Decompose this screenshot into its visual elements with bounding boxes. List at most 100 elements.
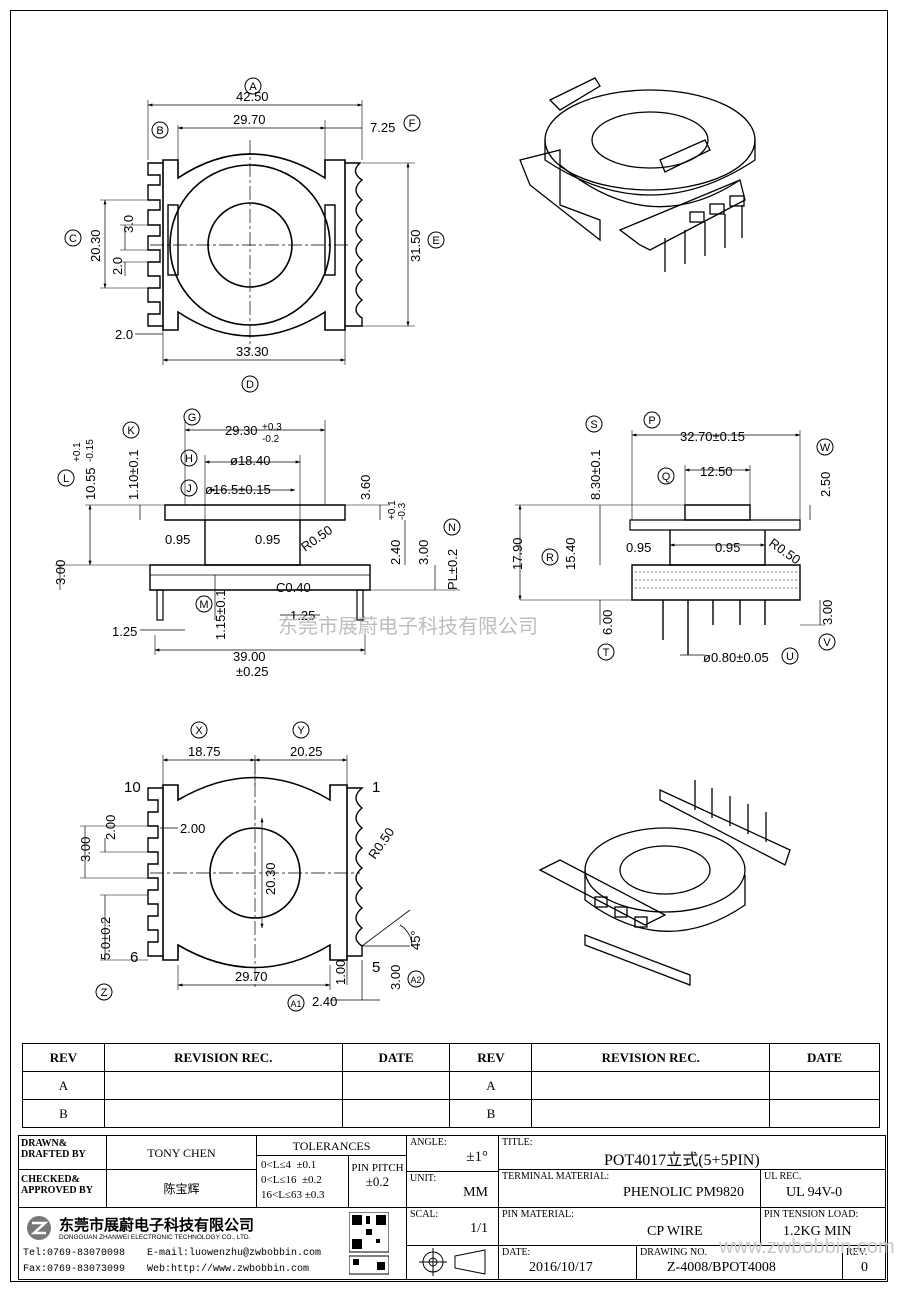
title-block: DRAWN& DRAFTED BY TONY CHEN TOLERANCES 0… — [18, 1135, 895, 1280]
ul-label: UL REC. — [764, 1171, 802, 1182]
terminal-value: PHENOLIC PM9820 — [623, 1185, 744, 1200]
rev-cell: A — [449, 1071, 533, 1100]
title-box: TITLE: POT4017立式(5+5PIN) — [499, 1136, 885, 1170]
projection-symbol — [407, 1246, 499, 1279]
pin-number-1: 1 — [372, 779, 380, 796]
drawing-frame — [10, 10, 888, 1282]
rev-header-2: REV — [449, 1043, 533, 1072]
pin-material-value: CP WIRE — [647, 1224, 703, 1239]
dim-pitch-3: 3.0 — [121, 215, 136, 233]
tolerance-ranges: 0<L≤4 ±0.1 0<L≤16 ±0.2 16<L≤63 ±0.3 — [257, 1156, 349, 1208]
pin-material-box: PIN MATERIAL: CP WIRE — [499, 1208, 761, 1246]
dim-N-tol-plus: +0.1 — [387, 500, 398, 520]
tol-range-1: 0<L≤4 — [261, 1159, 291, 1171]
dim-pitch-2: 2.0 — [110, 257, 125, 275]
company-fax: Fax:0769-83073099 — [23, 1264, 126, 1275]
balloon-D: D — [246, 379, 254, 391]
dim-B: 29.70 — [233, 112, 266, 127]
company-box: 东莞市展蔚电子科技有限公司 DONGGUAN ZHANWEI ELECTRONI… — [19, 1208, 407, 1279]
scale-box: SCAL: 1/1 — [407, 1208, 499, 1246]
dim-bottom-1-00: 1.00 — [333, 960, 348, 985]
dim-total: 39.00 — [233, 649, 266, 664]
tension-label: PIN TENSION LOAD: — [764, 1209, 859, 1220]
date-header-2: DATE — [769, 1043, 880, 1072]
dim-total-tol: ±0.25 — [236, 664, 268, 679]
dim-bottom-2-00b: 2.00 — [180, 821, 205, 836]
dim-L: 10.55 — [83, 467, 98, 500]
balloon-H: H — [185, 453, 193, 465]
dim-G-tol-minus: -0.2 — [262, 434, 280, 445]
top-view — [64, 77, 445, 393]
dim-Q: 12.50 — [700, 464, 733, 479]
rev-value: 0 — [861, 1260, 868, 1275]
isometric-view-bottom — [538, 780, 791, 986]
balloon-X: X — [195, 725, 203, 737]
balloon-W: W — [820, 442, 831, 454]
revision-header-2: REVISION REC. — [531, 1043, 771, 1072]
dim-total-h: 17.90 — [510, 537, 525, 570]
dim-S: 8.30±0.1 — [588, 449, 603, 500]
date-cell — [769, 1071, 880, 1100]
tension-box: PIN TENSION LOAD: 1.2KG MIN — [761, 1208, 885, 1246]
dim-L-tol-plus: +0.1 — [72, 442, 83, 462]
unit-value: MM — [463, 1185, 488, 1200]
dim-H: ø18.40 — [230, 453, 270, 468]
dim-bottom-2-00a: 2.00 — [103, 815, 118, 840]
balloon-C: C — [69, 233, 77, 245]
revision-table: REV REVISION REC. DATE REV REVISION REC.… — [22, 1043, 880, 1128]
company-email: E-mail:luowenzhu@zwbobbin.com — [147, 1248, 322, 1259]
checked-by-value: 陈宝辉 — [107, 1170, 257, 1208]
dim-E: 31.50 — [408, 229, 423, 262]
dim-A2: 3.00 — [388, 965, 403, 990]
drawn-by-label: DRAWN& DRAFTED BY — [19, 1136, 107, 1170]
scale-label: SCAL: — [410, 1209, 439, 1220]
dim-front-radius: R0.50 — [766, 535, 803, 567]
balloon-T: T — [603, 647, 610, 659]
balloon-V: V — [823, 637, 831, 649]
unit-label: UNIT: — [410, 1173, 437, 1184]
balloon-P: P — [648, 415, 655, 427]
revision-cell — [103, 1071, 343, 1100]
balloon-Q: Q — [662, 471, 671, 483]
dim-bottom-29-70: 29.70 — [235, 969, 268, 984]
dim-front-wall-1: 0.95 — [626, 540, 651, 555]
rev-cell: B — [449, 1099, 533, 1128]
rev-header-1: REV — [22, 1043, 105, 1072]
ul-box: UL REC. UL 94V-0 — [761, 1170, 885, 1208]
website-watermark: www.zwbobbin.com — [719, 1236, 895, 1258]
dim-angle: 45° — [408, 930, 423, 950]
pin-number-6: 6 — [130, 949, 138, 966]
revision-cell — [531, 1099, 771, 1128]
balloon-N: N — [448, 522, 456, 534]
dim-flange-h: 3.60 — [358, 475, 373, 500]
title-value: POT4017立式(5+5PIN) — [604, 1152, 760, 1169]
dim-pin-width: 2.0 — [115, 327, 133, 342]
watermark: 东莞市展蔚电子科技有限公司 — [278, 614, 538, 638]
dim-Z: 5.0±0.2 — [98, 917, 113, 960]
dim-N: 2.40 — [388, 540, 403, 565]
balloon-U: U — [786, 651, 794, 663]
tolerances-label: TOLERANCES — [257, 1136, 407, 1156]
dim-inner: 20.30 — [263, 862, 278, 895]
dim-X: 18.75 — [188, 744, 221, 759]
checked-by-label: CHECKED& APPROVED BY — [19, 1170, 107, 1208]
balloon-G: G — [188, 412, 197, 424]
dim-chamfer: C0.40 — [276, 580, 311, 595]
tol-range-3: 16<L≤63 — [261, 1189, 302, 1201]
dim-wall-2: 0.95 — [255, 532, 280, 547]
date-value: 2016/10/17 — [529, 1260, 593, 1275]
dim-F: 7.25 — [370, 120, 395, 135]
revision-header-1: REVISION REC. — [103, 1043, 343, 1072]
unit-box: UNIT: MM — [407, 1172, 499, 1208]
dim-J: ø16.5±0.15 — [205, 482, 271, 497]
ul-value: UL 94V-0 — [786, 1185, 843, 1200]
tol-value-3: ±0.3 — [304, 1189, 325, 1201]
balloon-Z: Z — [101, 987, 108, 999]
balloon-A1: A1 — [290, 999, 301, 1009]
dim-A: 42.50 — [236, 89, 269, 104]
dim-left-3: 3.00 — [53, 560, 68, 585]
dim-Y: 20.25 — [290, 744, 323, 759]
dim-D: 33.30 — [236, 344, 269, 359]
tol-value-2: ±0.2 — [301, 1174, 322, 1186]
company-web: Web:http://www.zwbobbin.com — [147, 1264, 310, 1275]
